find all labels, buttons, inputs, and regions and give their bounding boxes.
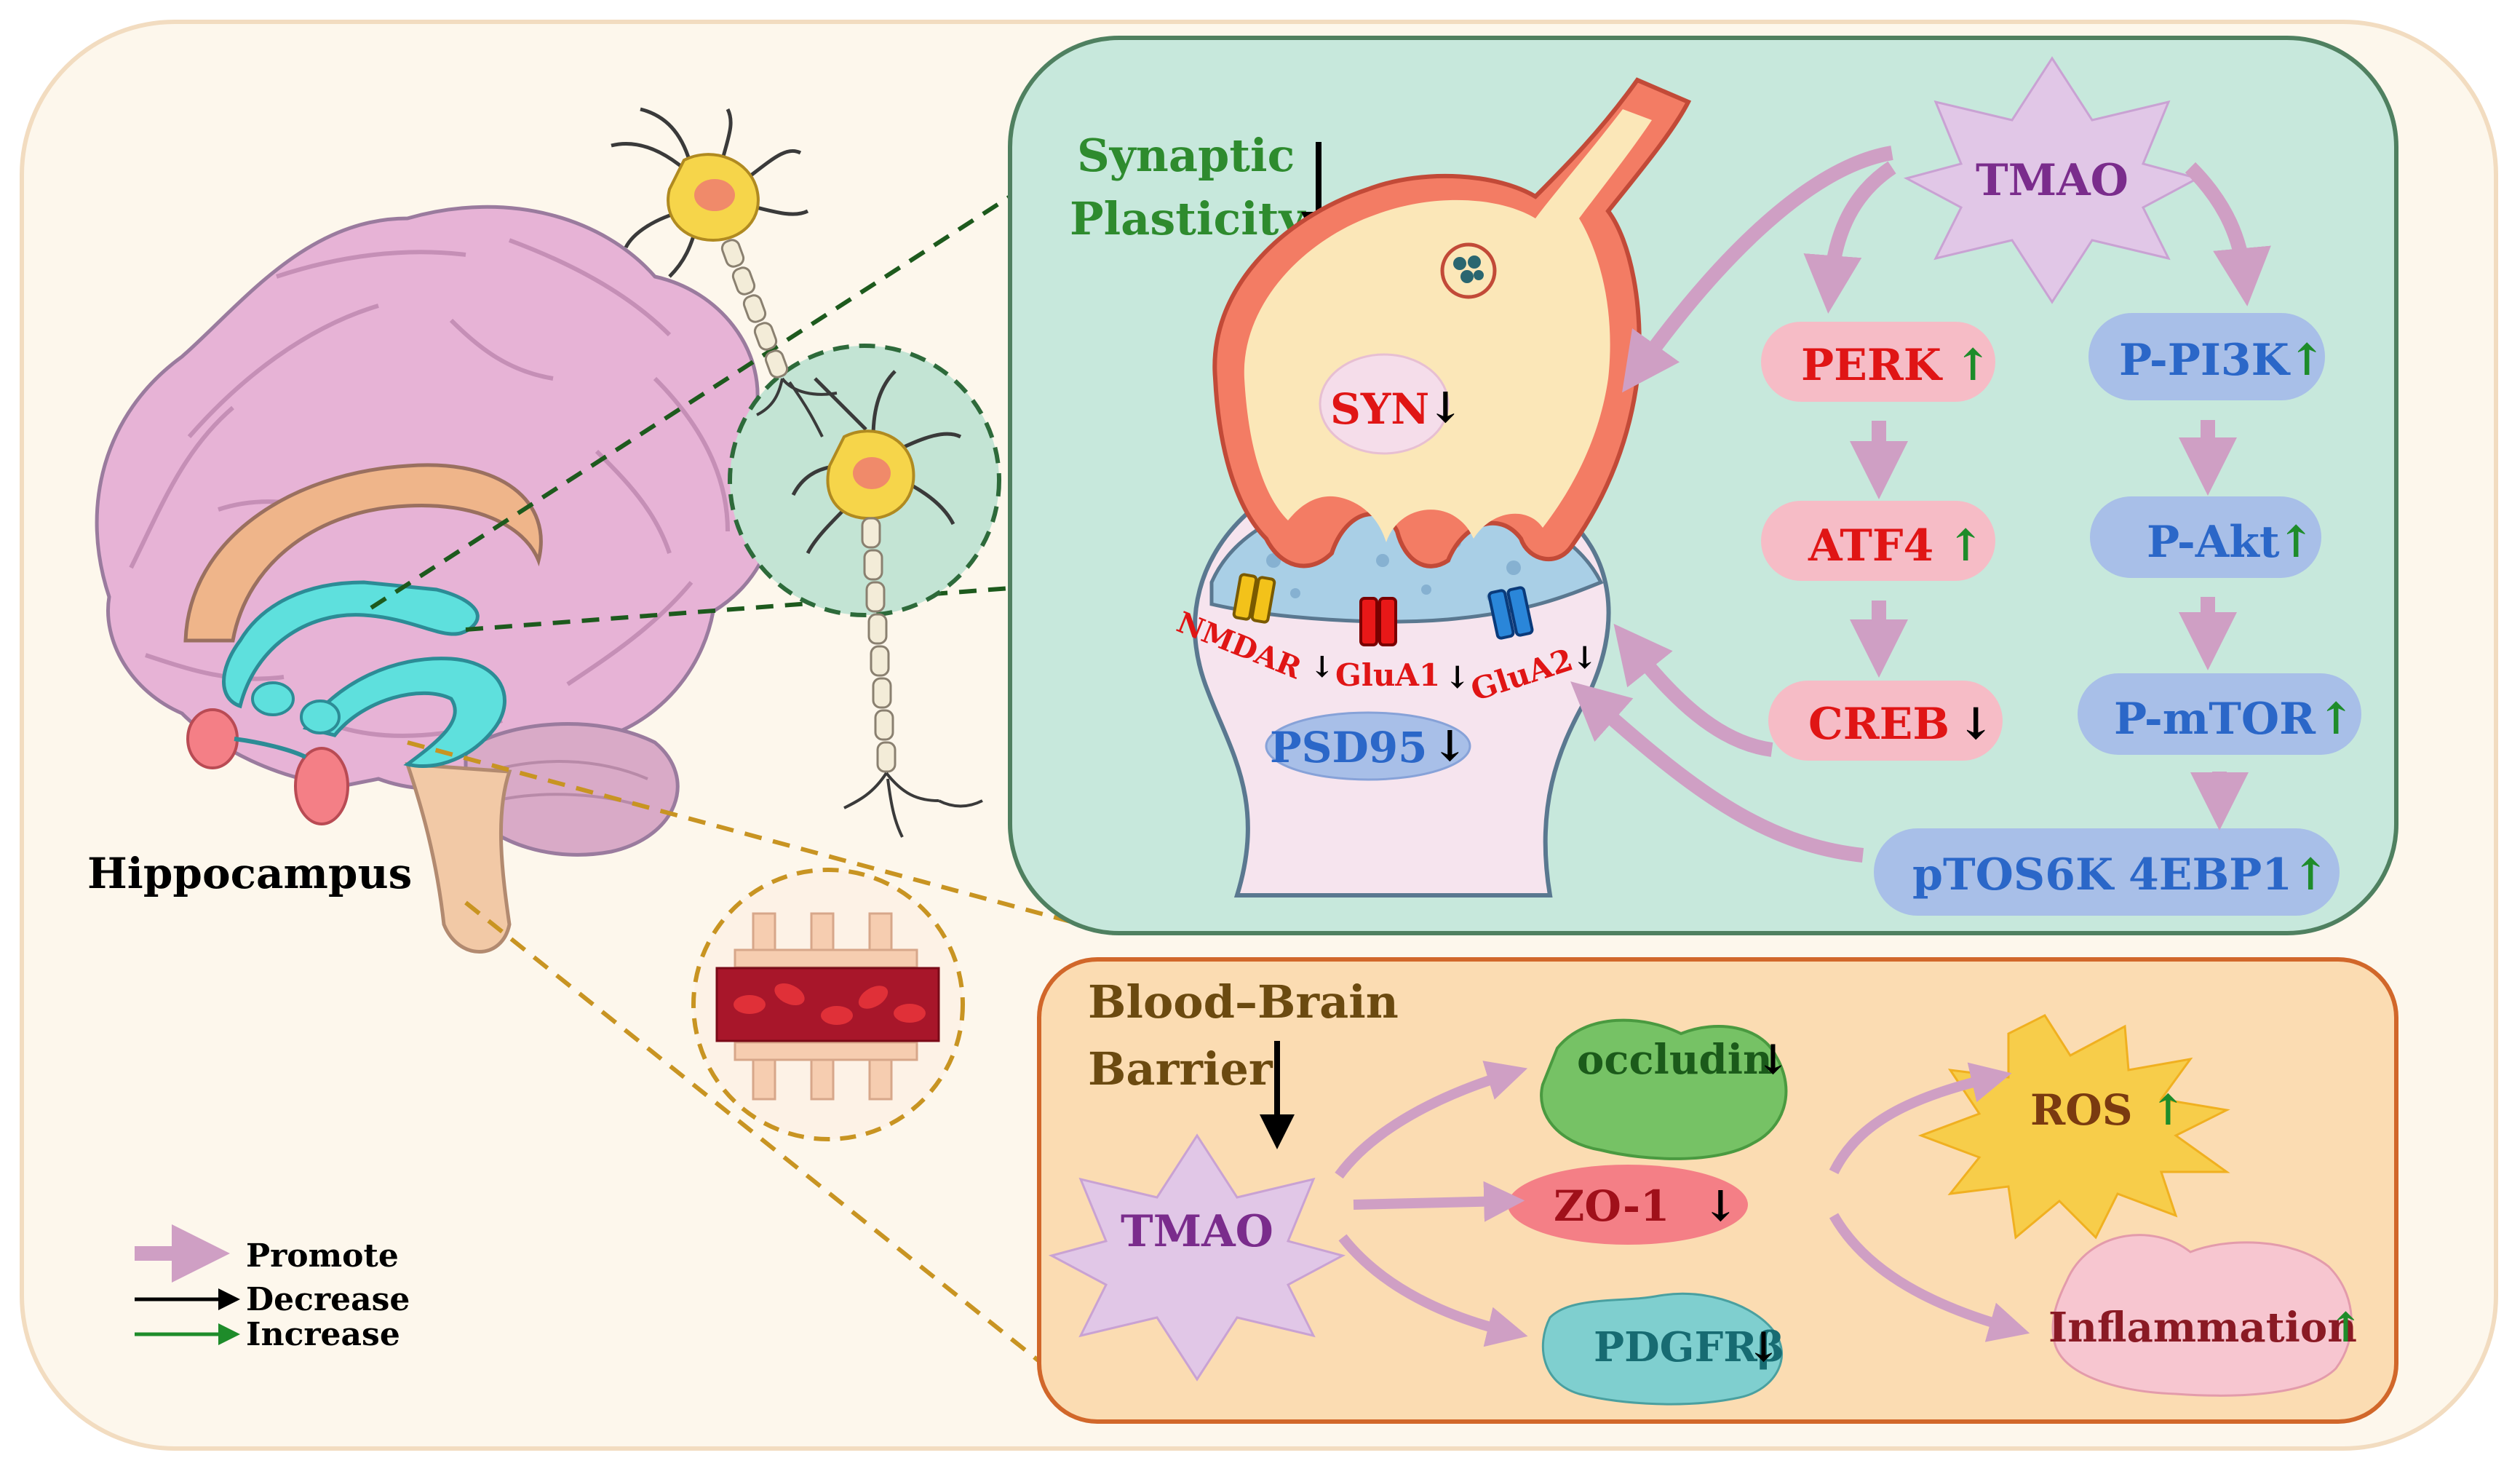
occludin-node: occludin ↓ [1540,1018,1790,1160]
svg-text:↑: ↑ [2329,1304,2363,1352]
bbb-title-line1: Blood–Brain [1088,975,1399,1029]
syn-label: SYN [1330,384,1429,434]
svg-text:↑: ↑ [2289,335,2325,386]
tmao-label-bbb: TMAO [1121,1206,1273,1257]
tmao-star-synaptic [1903,56,2201,304]
svg-text:↑: ↑ [2292,849,2329,900]
pdgfrb-node: PDGFRβ ↓ [1541,1292,1784,1406]
akt-node: P-Akt ↑ [2090,496,2321,578]
perk-node: PERK ↑ [1761,322,1995,402]
creb-node: CREB ↓ [1768,681,2003,761]
legend-increase-label: Increase [246,1316,400,1353]
atf4-node: ATF4 ↑ [1761,501,1995,581]
svg-text:ATF4: ATF4 [1808,520,1933,571]
glua2-arrow: ↓ [1572,640,1597,675]
glua2-receptor [1487,586,1534,640]
svg-text:↑: ↑ [2150,1085,2186,1135]
legend-promote-label: Promote [246,1237,399,1275]
synaptic-connector-lines [370,194,1011,632]
svg-text:↓: ↓ [1703,1181,1738,1231]
ros-node: ROS ↑ [1917,1014,2230,1240]
tmao-label-synaptic: TMAO [1976,155,2129,206]
svg-text:P-PI3K: P-PI3K [2119,335,2291,386]
svg-text:↑: ↑ [2318,694,2354,745]
neuron-illustration [611,107,1001,838]
bbb-connector-lines [407,740,1114,1363]
inflammation-node: Inflammation ↑ [2048,1234,2363,1397]
svg-text:CREB: CREB [1808,699,1949,750]
tmao-star-bbb [1048,1133,1346,1382]
svg-text:occludin: occludin [1577,1036,1773,1084]
synapse-illustration: SYN ↓ NMDAR ↓ GluA1 ↓ GluA2 ↓ PSD95 ↓ [1172,77,1692,898]
psd95-arrow: ↓ [1432,721,1468,771]
legend-decrease-label: Decrease [246,1281,410,1318]
pi3k-node: P-PI3K ↑ [2088,313,2325,400]
zo1-node: ZO-1 ↓ [1508,1165,1748,1245]
s6k-4ebp1-node: pTOS6K 4EBP1 ↑ [1874,828,2340,916]
hippocampus-label: Hippocampus [87,849,412,898]
synaptic-title-line1: Synaptic [1077,129,1295,182]
svg-text:↓: ↓ [1756,1036,1790,1084]
synaptic-promote-arrows [1570,146,2271,863]
legend: Promote Decrease Increase [135,1224,410,1353]
svg-text:↑: ↑ [1947,520,1984,571]
svg-text:Inflammation: Inflammation [2048,1304,2357,1352]
synaptic-title-line2: Plasticity [1070,192,1306,245]
nmdar-arrow: ↓ [1310,650,1335,684]
syn-arrow: ↓ [1428,383,1463,432]
glua1-arrow: ↓ [1444,659,1470,695]
bbb-promote-arrows [1335,1061,2030,1347]
psd95-oval [1265,711,1471,781]
svg-text:PDGFRβ: PDGFRβ [1594,1323,1784,1371]
svg-text:PERK: PERK [1801,340,1943,391]
svg-text:pTOS6K 4EBP1: pTOS6K 4EBP1 [1912,849,2292,900]
mtor-node: P-mTOR ↑ [2078,673,2361,755]
psd95-label: PSD95 [1270,723,1428,772]
svg-text:ZO-1: ZO-1 [1554,1181,1669,1231]
svg-text:↓: ↓ [1957,699,1994,750]
svg-text:↑: ↑ [2278,517,2314,568]
blood-vessel-illustration [691,868,965,1141]
svg-text:↑: ↑ [1955,340,1991,391]
nmdar-receptor [1232,573,1276,624]
svg-text:↓: ↓ [1746,1323,1781,1371]
glua1-label: GluA1 [1335,657,1440,693]
svg-text:P-mTOR: P-mTOR [2114,694,2316,745]
bbb-title-line2: Barrier [1088,1042,1273,1095]
svg-text:ROS: ROS [2030,1085,2133,1135]
svg-text:P-Akt: P-Akt [2147,517,2280,568]
glua1-receptor [1359,597,1397,646]
